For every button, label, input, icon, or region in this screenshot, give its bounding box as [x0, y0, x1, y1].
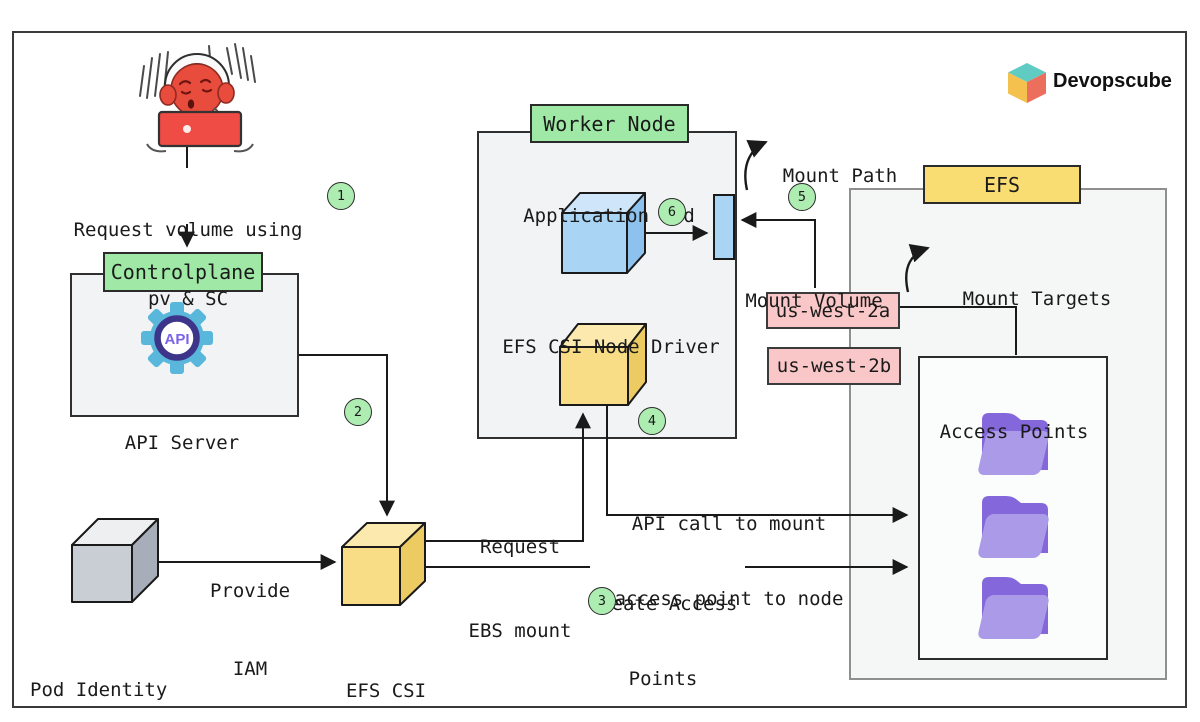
pod-identity-text: Pod Identity Agent Plugin	[30, 679, 168, 701]
application-pod-label: Application Pod	[523, 205, 695, 227]
controlplane-label: Controlplane	[103, 252, 263, 292]
efs-controller-text: EFS CSI Controller	[345, 680, 427, 702]
create-access-text: Create Access Points	[588, 593, 738, 690]
mount-targets-label: Mount Targets	[962, 288, 1112, 310]
request-volume-text: Request volume using pv & SC	[73, 219, 303, 310]
provide-iam-text: Provide IAM Permission	[209, 580, 291, 680]
zone-b-text: us-west-2b	[776, 355, 892, 377]
step-5-badge: 5	[788, 183, 816, 211]
zone-us-west-2b: us-west-2b	[767, 347, 901, 385]
efs-label: EFS	[923, 165, 1081, 204]
api-call-text: API call to mount access point to node	[614, 513, 844, 610]
api-server-label: API Server	[124, 432, 240, 454]
brand-name: Devopscube	[1053, 70, 1172, 92]
step-2-badge: 2	[344, 398, 372, 426]
zone-us-west-2a: us-west-2a	[766, 292, 900, 329]
access-points-label: Access Points	[939, 421, 1089, 443]
zone-a-text: us-west-2a	[775, 299, 891, 322]
mount-volume-label: Mount Volume	[745, 290, 883, 312]
worker-node-label-text: Worker Node	[543, 111, 676, 136]
mount-path-label: Mount Path	[782, 165, 898, 187]
step-3-badge: 3	[588, 587, 616, 615]
step-4-badge: 4	[638, 407, 666, 435]
worker-node-label: Worker Node	[530, 104, 689, 143]
step-1-badge: 1	[327, 182, 355, 210]
step-6-badge: 6	[658, 198, 686, 226]
controlplane-label-text: Controlplane	[110, 260, 256, 284]
efs-label-text: EFS	[983, 172, 1021, 197]
node-driver-label: EFS CSI Node Driver	[502, 336, 720, 358]
